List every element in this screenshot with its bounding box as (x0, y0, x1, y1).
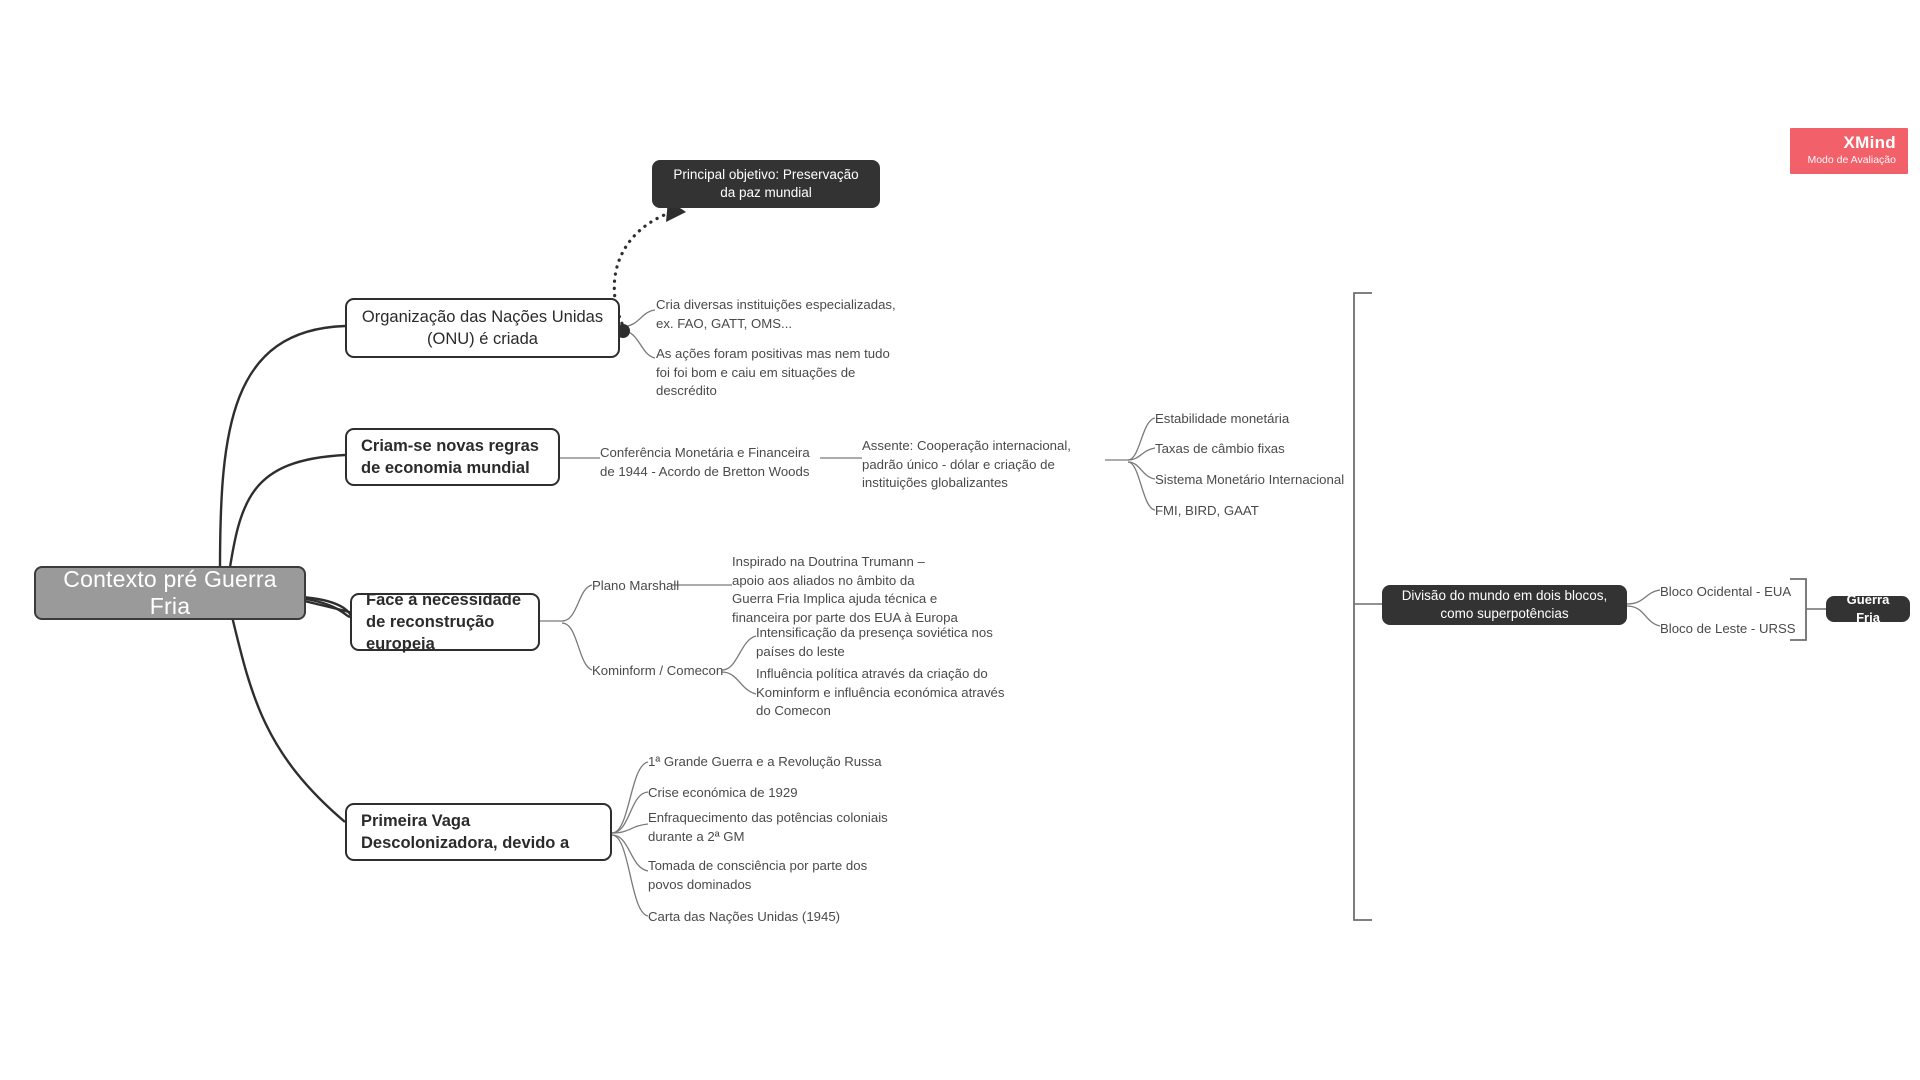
leaf-grande-guerra[interactable]: 1ª Grande Guerra e a Revolução Russa (648, 754, 882, 769)
leaf-influencia-politica[interactable]: Influência política através da criação d… (756, 666, 1005, 719)
leaf-enfraquecimento-colonial[interactable]: Enfraquecimento das potências coloniais … (648, 810, 888, 844)
branch-node-onu-label: Organização das Nações Unidas (ONU) é cr… (361, 307, 604, 348)
leaf-presenca-sovietica[interactable]: Intensificação da presença soviética nos… (756, 625, 993, 659)
summary-node-divisao-label: Divisão do mundo em dois blocos, como su… (1401, 587, 1608, 621)
edge-divisao-to-ocidental (1626, 589, 1661, 605)
leaf-onu-acoes[interactable]: As ações foram positivas mas nem tudo fo… (656, 346, 890, 399)
leaf-crise-1929[interactable]: Crise económica de 1929 (648, 785, 798, 800)
branch-node-economia-label: Criam-se novas regras de economia mundia… (361, 436, 539, 477)
edge-assente-child-2 (1127, 447, 1156, 461)
edge-root-to-descolonizacao (226, 599, 346, 823)
edge-desc-child-2 (611, 791, 649, 834)
leaf-estabilidade-monetaria[interactable]: Estabilidade monetária (1155, 411, 1290, 426)
leaf-bloco-ocidental[interactable]: Bloco Ocidental - EUA (1660, 584, 1792, 599)
leaf-taxas-cambio[interactable]: Taxas de câmbio fixas (1155, 441, 1285, 456)
summary-node-guerra-fria-label: Guerra Fria (1846, 592, 1890, 625)
branch-node-reconstrucao-label: Face à necessidade de reconstrução europ… (366, 590, 522, 654)
edge-divisao-to-leste (1626, 605, 1661, 627)
leaf-assente-cooperacao[interactable]: Assente: Cooperação internacional, padrã… (862, 438, 1071, 491)
edge-recon-to-kominform (561, 622, 593, 671)
edge-root-to-economia (226, 453, 346, 581)
edge-root-to-reconstrucao-stub (299, 598, 359, 618)
edge-assente-child-3 (1127, 461, 1156, 480)
edge-desc-child-1 (611, 761, 649, 834)
leaf-plano-marshall[interactable]: Plano Marshall (592, 578, 680, 593)
edge-assente-child-4 (1127, 461, 1156, 511)
leaf-onu-instituicoes[interactable]: Cria diversas instituições especializada… (656, 297, 896, 331)
edge-recon-to-marshall (561, 584, 593, 622)
edge-root-to-reconstrucao (299, 596, 351, 619)
xmind-watermark-subtitle: Modo de Avaliação (1807, 153, 1896, 166)
summary-bracket-large (1353, 292, 1372, 921)
edge-assente-child-1 (1127, 417, 1156, 461)
xmind-watermark: XMind Modo de Avaliação (1790, 128, 1908, 174)
branch-node-descolonizadora[interactable]: Primeira Vaga Descolonizadora, devido a (345, 803, 612, 861)
leaf-bloco-leste[interactable]: Bloco de Leste - URSS (1660, 621, 1796, 636)
summary-node-guerra-fria[interactable]: Guerra Fria (1826, 592, 1910, 625)
branch-node-economia[interactable]: Criam-se novas regras de economia mundia… (345, 428, 560, 486)
leaf-fmi-bird-gaat[interactable]: FMI, BIRD, GAAT (1155, 503, 1259, 518)
leaf-carta-nacoes-unidas[interactable]: Carta das Nações Unidas (1945) (648, 909, 841, 924)
branch-node-descolonizadora-label: Primeira Vaga Descolonizadora, devido a (361, 811, 570, 852)
edge-desc-child-5 (611, 834, 649, 917)
leaf-kominform-comecon[interactable]: Kominform / Comecon (592, 663, 724, 678)
edge-desc-child-4 (611, 834, 649, 872)
callout-node-label: Principal objetivo: Preservação da paz m… (673, 166, 859, 200)
edge-root-to-reconstrucao-2 (299, 595, 354, 618)
leaf-doutrina-trumann[interactable]: Inspirado na Doutrina Trumann – apoio ao… (732, 554, 958, 626)
summary-node-divisao[interactable]: Divisão do mundo em dois blocos, como su… (1382, 585, 1627, 625)
leaf-tomada-consciencia[interactable]: Tomada de consciência por parte dos povo… (648, 858, 868, 892)
root-node[interactable]: Contexto pré Guerra Fria (34, 566, 306, 620)
leaf-sistema-monetario[interactable]: Sistema Monetário Internacional (1155, 472, 1345, 487)
edge-root-to-onu (218, 324, 346, 571)
branch-node-onu[interactable]: Organização das Nações Unidas (ONU) é cr… (345, 298, 620, 358)
leaf-bretton-woods[interactable]: Conferência Monetária e Financeira de 19… (600, 445, 810, 479)
callout-node-principal-objetivo[interactable]: Principal objetivo: Preservação da paz m… (652, 160, 880, 208)
edge-onu-child-2 (619, 329, 656, 359)
branch-node-reconstrucao[interactable]: Face à necessidade de reconstrução europ… (350, 591, 540, 653)
root-node-label: Contexto pré Guerra Fria (63, 566, 277, 619)
edge-desc-child-3 (611, 823, 649, 834)
edge-onu-child-1 (619, 309, 656, 328)
xmind-watermark-title: XMind (1843, 133, 1896, 152)
